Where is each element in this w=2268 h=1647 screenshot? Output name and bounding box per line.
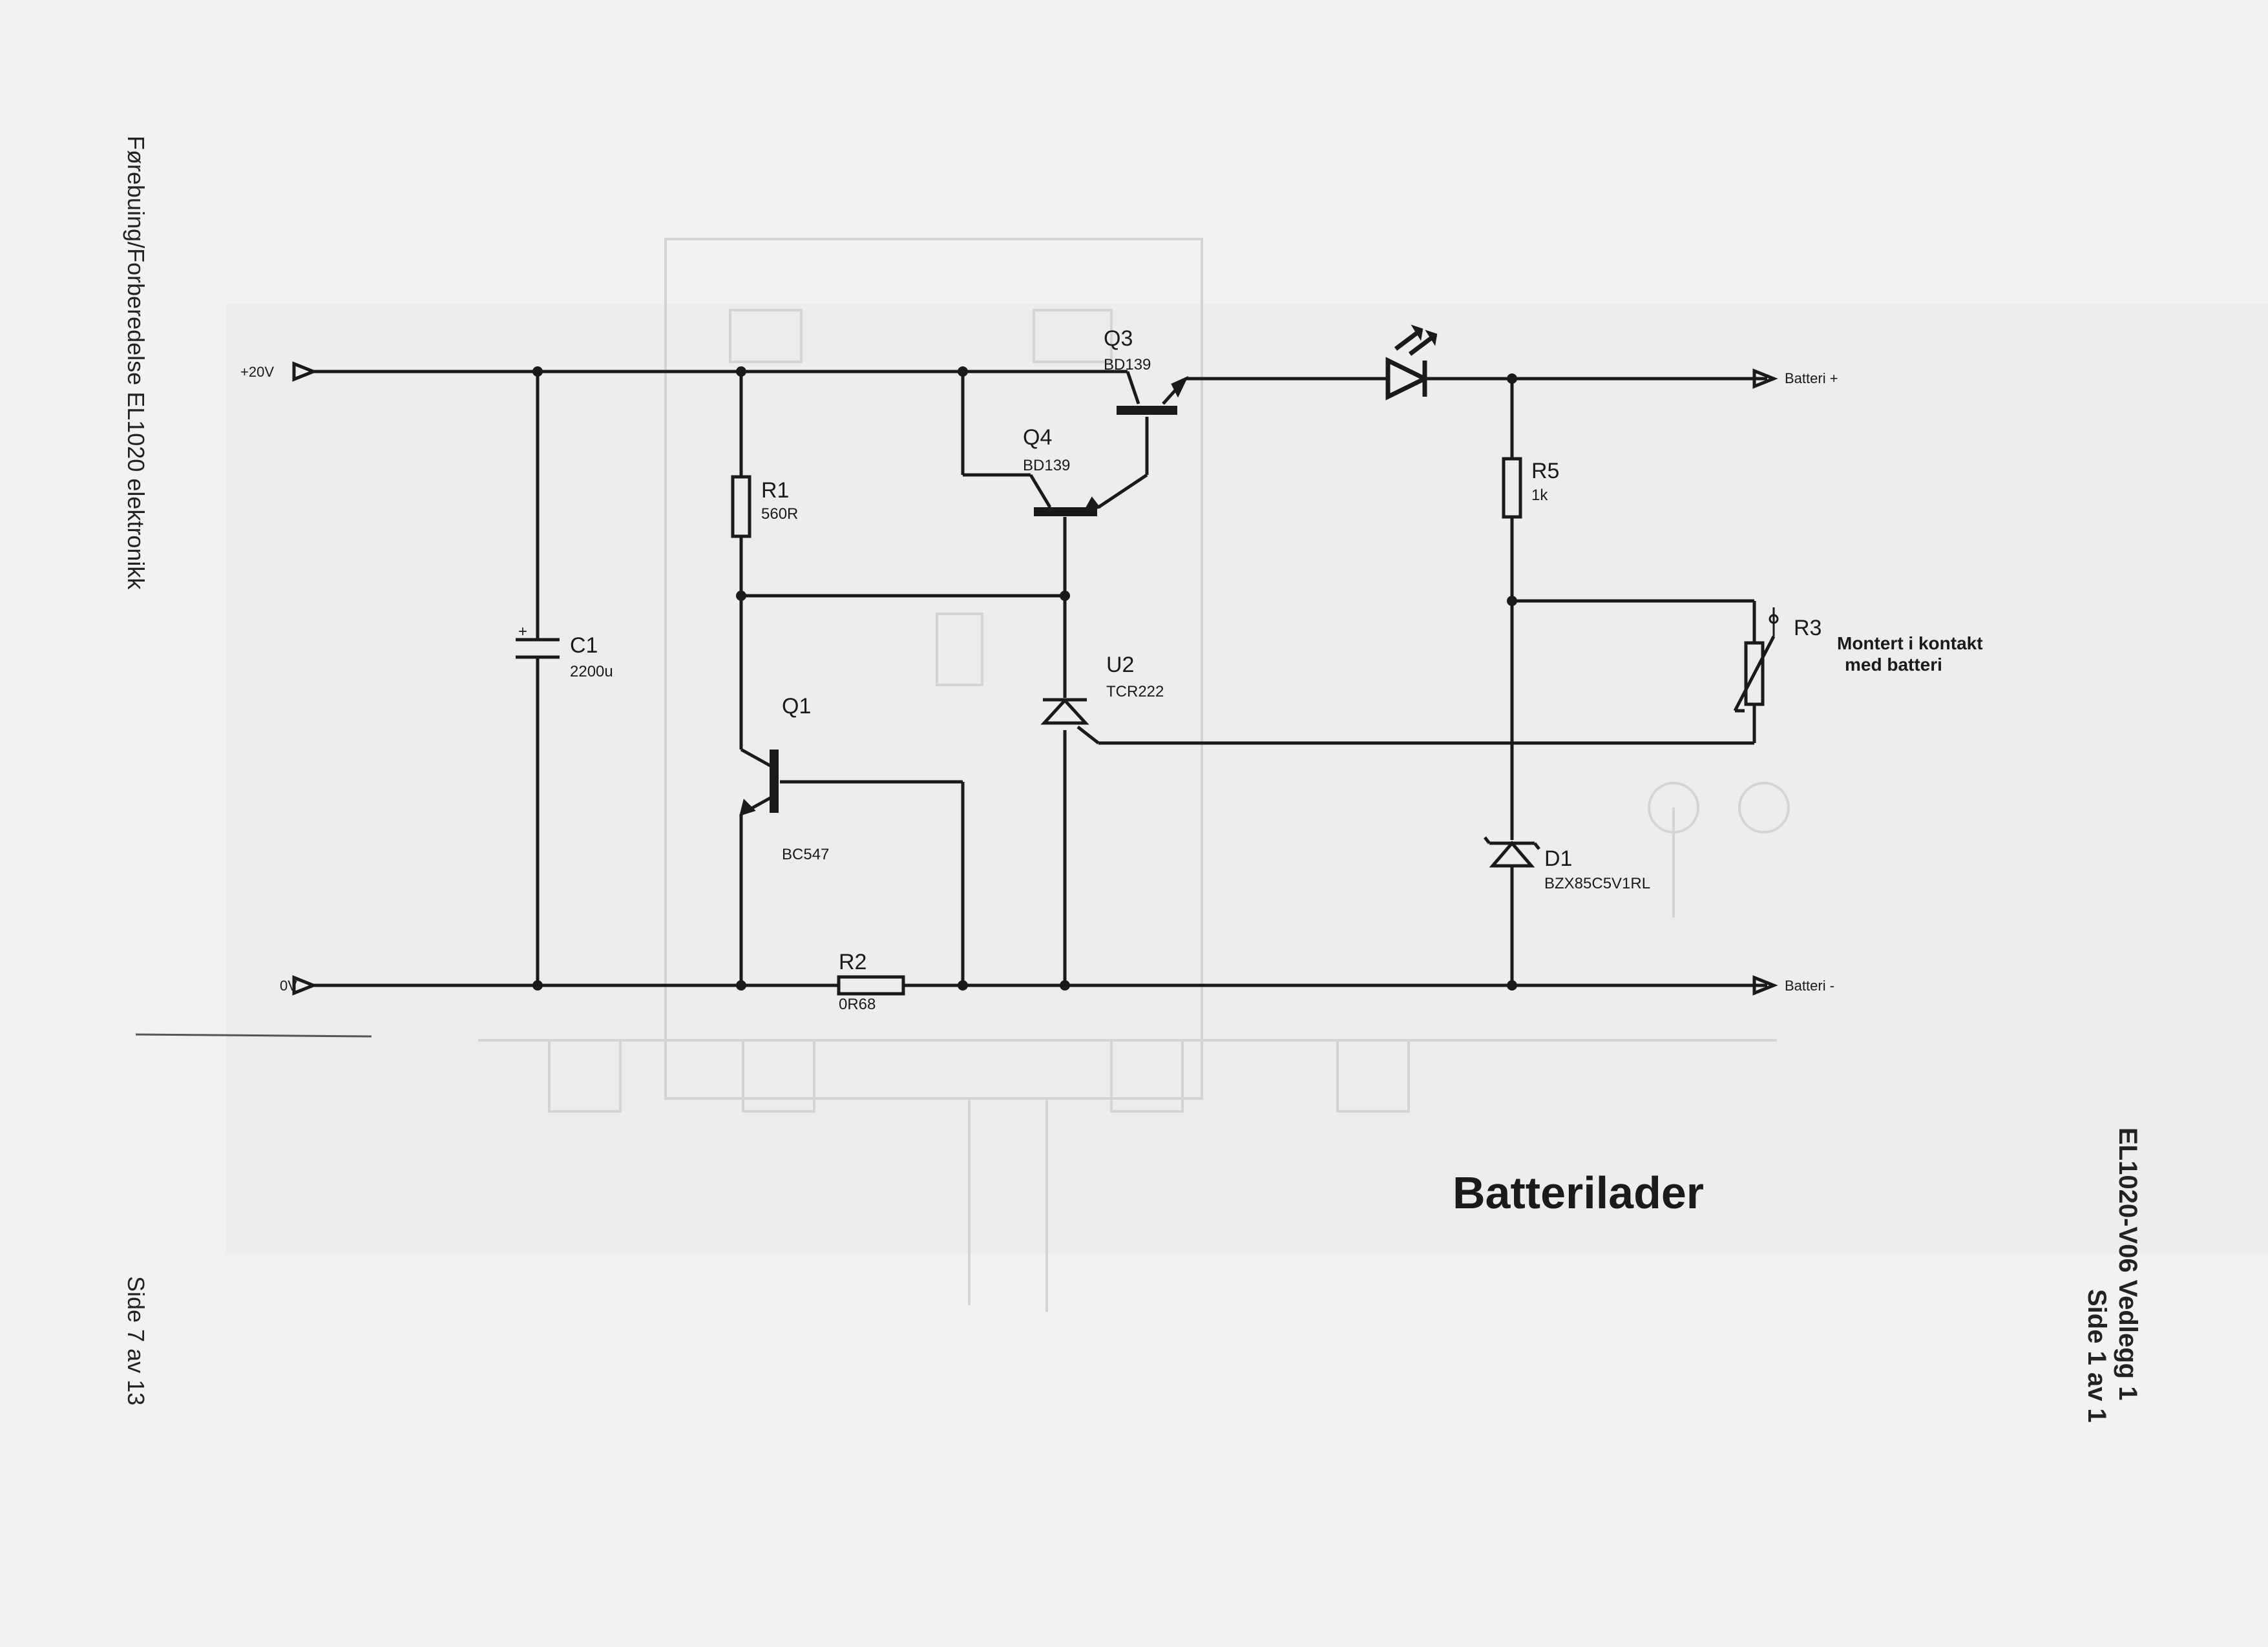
port-battery-pos: Batteri + xyxy=(1752,368,1838,389)
r3-ref: R3 xyxy=(1794,616,1822,640)
port-ground: 0V xyxy=(280,975,318,996)
q3-ref: Q3 xyxy=(1104,326,1133,351)
c1-ref: C1 xyxy=(570,633,598,658)
q4-ref: Q4 xyxy=(1023,425,1052,450)
net-label-ground: 0V xyxy=(280,978,297,994)
d1-ref: D1 xyxy=(1544,846,1572,871)
r5-ref: R5 xyxy=(1531,459,1559,483)
resistor-r2: R2 0R68 xyxy=(837,950,905,1013)
q4-value: BD139 xyxy=(1023,457,1070,474)
port-battery-neg: Batteri - xyxy=(1752,975,1834,996)
doc-id-line1: EL1020-V06 Vedlegg 1 xyxy=(2114,1128,2142,1400)
c1-polarity: + xyxy=(518,623,527,640)
net-label-supply: +20V xyxy=(240,364,274,380)
c1-value: 2200u xyxy=(570,663,613,680)
net-label-battery-pos: Batteri + xyxy=(1785,370,1838,386)
transistor-q1: Q1 BC547 xyxy=(739,694,829,863)
r2-value: 0R68 xyxy=(839,996,876,1013)
port-supply: +20V xyxy=(240,361,318,382)
r2-ref: R2 xyxy=(839,950,866,974)
u2-ref: U2 xyxy=(1106,653,1134,677)
r5-value: 1k xyxy=(1531,487,1548,504)
thyristor-u2: U2 TCR222 xyxy=(1040,653,1164,725)
doc-id-line2: Side 1 av 1 xyxy=(2083,1289,2111,1423)
r3-note-line1: Montert i kontakt xyxy=(1837,633,1983,653)
resistor-r1: R1 560R xyxy=(731,475,798,538)
wires xyxy=(313,370,1767,987)
u2-value: TCR222 xyxy=(1106,683,1164,700)
d1-value: BZX85C5V1RL xyxy=(1544,875,1650,892)
schematic-title: Batterilader xyxy=(1453,1168,1704,1218)
transistor-q3: Q3 BD139 xyxy=(1104,326,1189,415)
q3-value: BD139 xyxy=(1104,356,1151,373)
header-vertical: Førebuing/Forberedelse EL1020 elektronik… xyxy=(123,136,149,590)
q1-value: BC547 xyxy=(782,846,829,863)
junction-dots xyxy=(532,366,1517,991)
q1-ref: Q1 xyxy=(782,694,811,719)
show-through-ghost xyxy=(226,238,2268,1312)
thermistor-r3: R3 Montert i kontakt med batteri xyxy=(1733,607,1983,713)
stray-pen-line xyxy=(135,1033,372,1038)
footer-vertical: Side 7 av 13 xyxy=(123,1276,149,1405)
r1-value: 560R xyxy=(761,505,798,523)
led-symbol xyxy=(1385,324,1438,401)
transistor-q4: Q4 BD139 xyxy=(1023,425,1101,516)
r1-ref: R1 xyxy=(761,478,789,503)
resistor-r5: R5 1k xyxy=(1502,457,1559,519)
net-label-battery-neg: Batteri - xyxy=(1785,978,1834,994)
capacitor-c1: + C1 2200u xyxy=(516,623,613,680)
r3-note-line2: med batteri xyxy=(1845,655,1942,675)
zener-d1: D1 BZX85C5V1RL xyxy=(1484,836,1650,892)
